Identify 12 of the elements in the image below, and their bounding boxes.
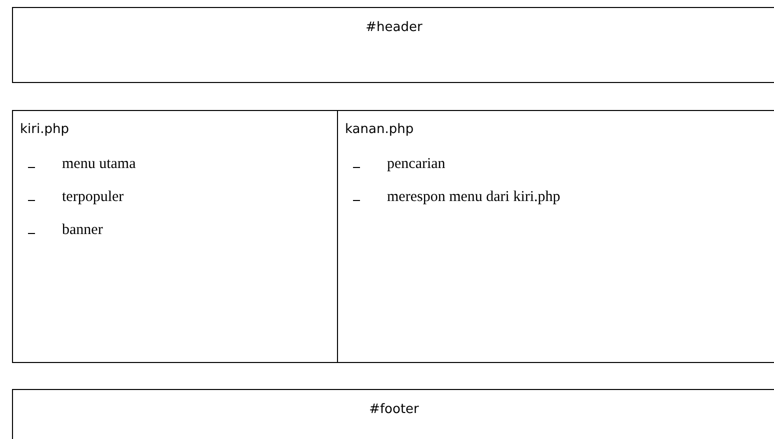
header-panel bbox=[12, 7, 774, 83]
section-heading: #header bbox=[364, 20, 424, 35]
list-item: menu utama bbox=[62, 156, 136, 173]
section-heading: #footer bbox=[368, 402, 420, 417]
list-item: terpopuler bbox=[62, 189, 124, 206]
list-item: merespon menu dari kiri.php bbox=[387, 189, 560, 206]
content-panel bbox=[337, 110, 774, 363]
section-heading: kiri.php bbox=[20, 122, 69, 137]
section-heading: kanan.php bbox=[345, 122, 414, 137]
list-item: banner bbox=[62, 222, 103, 239]
sidebar-panel bbox=[12, 110, 338, 363]
list-item: pencarian bbox=[387, 156, 446, 173]
